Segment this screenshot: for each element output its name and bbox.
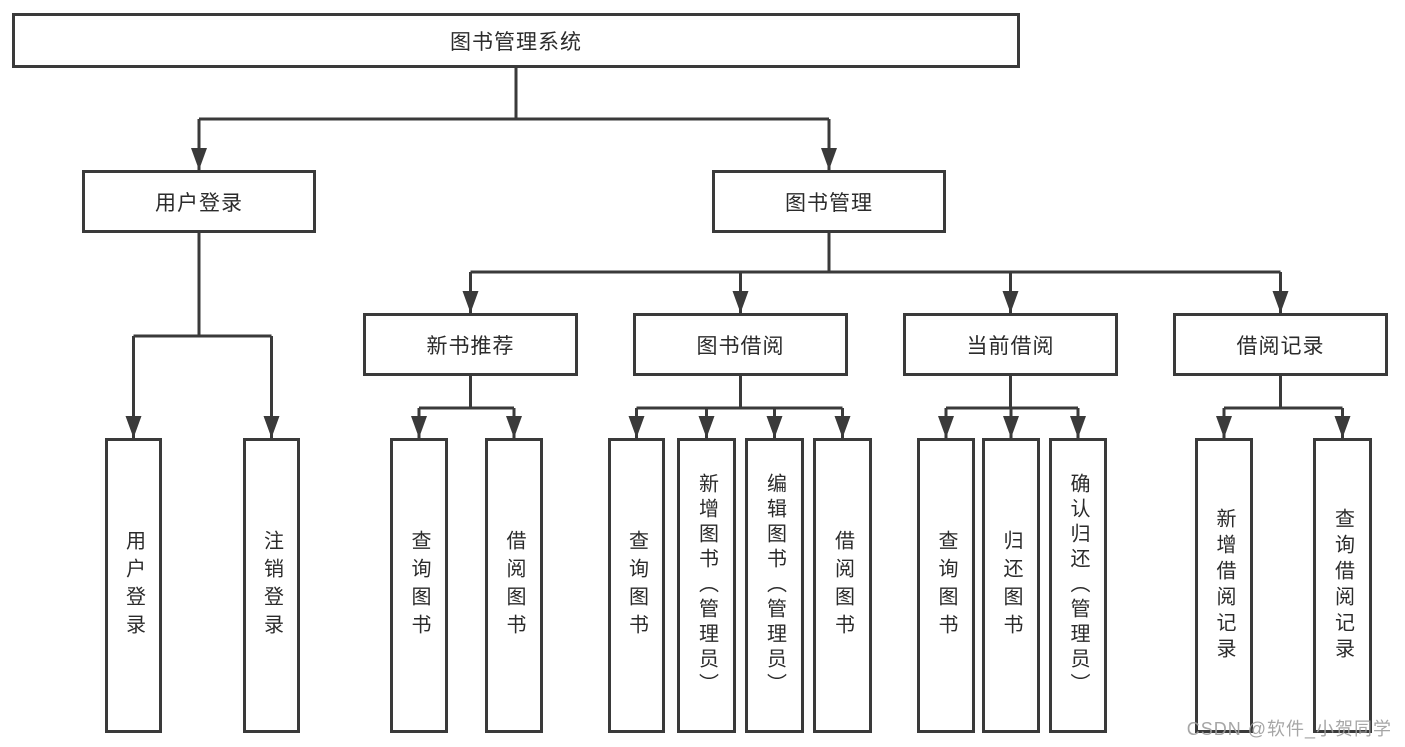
leaf-add-books-admin: 新增图书（管理员）: [677, 438, 736, 733]
node-user-login: 用户登录: [82, 170, 316, 233]
leaf-borrow-books: 借阅图书: [813, 438, 872, 733]
leaf-query-books-recommend: 查询图书: [390, 438, 448, 733]
node-book-borrow: 图书借阅: [633, 313, 848, 376]
leaf-user-login: 用户登录: [105, 438, 162, 733]
leaf-edit-books-admin: 编辑图书（管理员）: [745, 438, 804, 733]
node-book-management: 图书管理: [712, 170, 946, 233]
leaf-borrow-books-recommend: 借阅图书: [485, 438, 543, 733]
leaf-logout: 注销登录: [243, 438, 300, 733]
leaf-add-borrow-record: 新增借阅记录: [1195, 438, 1253, 733]
node-current-borrow: 当前借阅: [903, 313, 1118, 376]
node-borrow-records: 借阅记录: [1173, 313, 1388, 376]
csdn-watermark: CSDN @软件_小贺同学: [1186, 719, 1392, 739]
leaf-return-books: 归还图书: [982, 438, 1040, 733]
leaf-query-books-borrow: 查询图书: [608, 438, 665, 733]
node-library-management-system: 图书管理系统: [12, 13, 1020, 68]
node-new-book-recommend: 新书推荐: [363, 313, 578, 376]
leaf-query-borrow-record: 查询借阅记录: [1313, 438, 1372, 733]
leaf-query-books-current: 查询图书: [917, 438, 975, 733]
leaf-confirm-return-admin: 确认归还（管理员）: [1049, 438, 1107, 733]
